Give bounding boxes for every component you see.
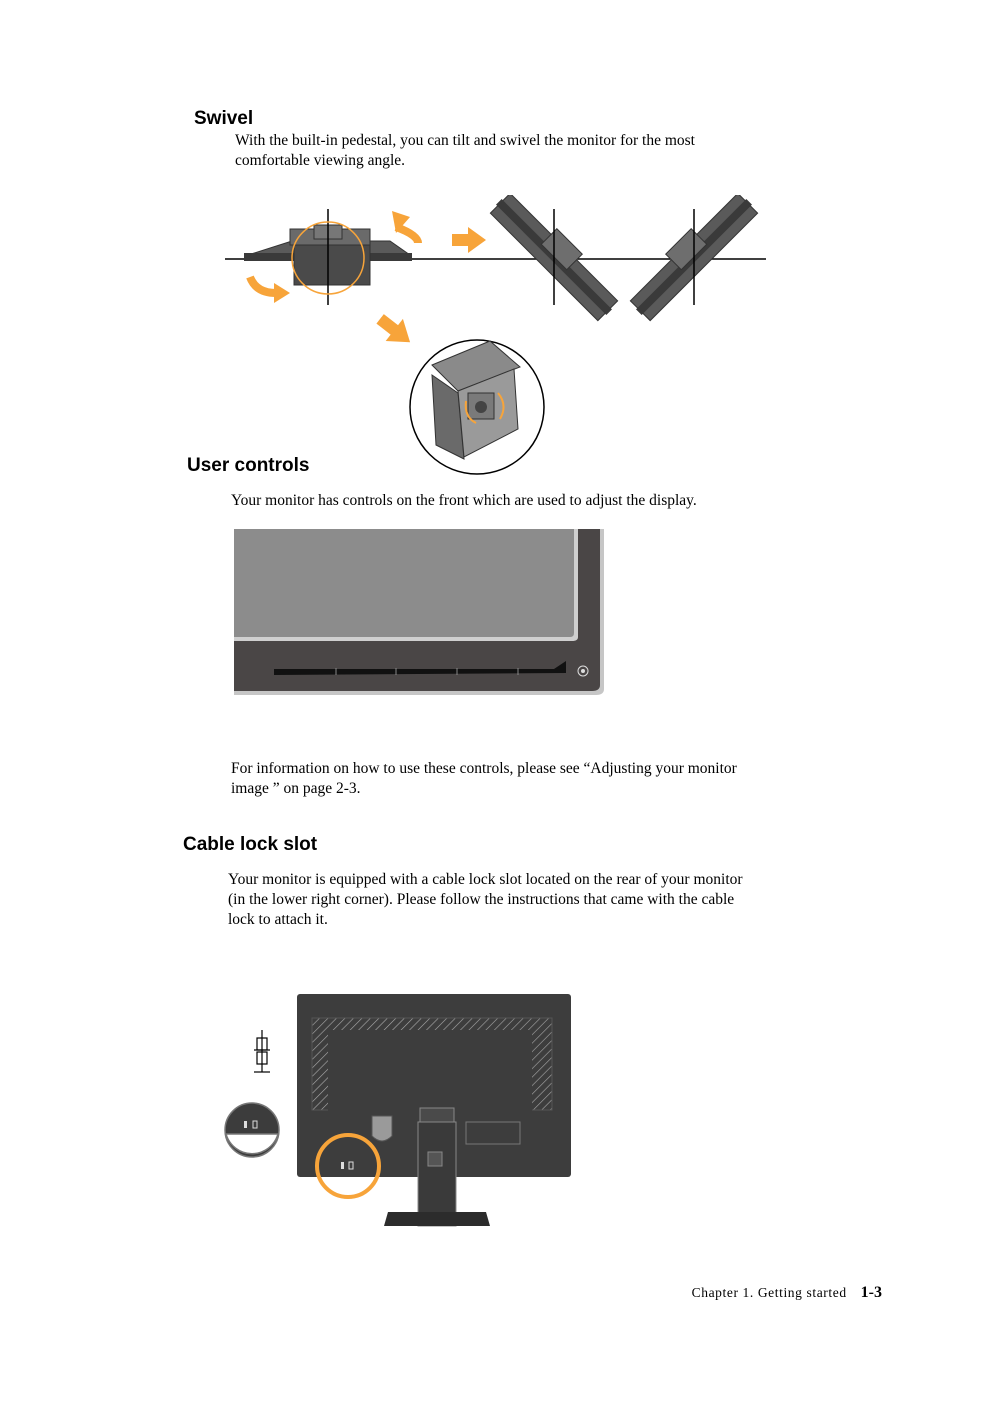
cable-lock-line-3: lock to attach it.: [228, 911, 328, 928]
page-footer: Chapter 1. Getting started 1-3: [692, 1284, 882, 1302]
swivel-heading: Swivel: [194, 108, 254, 129]
user-controls-illustration: [234, 529, 604, 695]
footer-page-number: 1-3: [860, 1284, 882, 1301]
lock-icon: [254, 1030, 270, 1073]
user-controls-info: For information on how to use these cont…: [231, 759, 737, 799]
footer-chapter: Chapter 1. Getting started: [691, 1285, 847, 1300]
user-controls-heading: User controls: [187, 455, 310, 476]
user-controls-info-line-1: For information on how to use these cont…: [231, 760, 737, 777]
swivel-illustration: [225, 195, 766, 475]
cable-lock-line-2: (in the lower right corner). Please foll…: [228, 891, 735, 908]
swivel-line-2: comfortable viewing angle.: [235, 152, 406, 169]
user-controls-info-line-2: image ” on page 2-3.: [231, 780, 361, 797]
cable-lock-line-1: Your monitor is equipped with a cable lo…: [228, 871, 743, 888]
cable-lock-paragraph: Your monitor is equipped with a cable lo…: [228, 870, 743, 930]
cable-lock-heading: Cable lock slot: [183, 834, 318, 855]
user-controls-intro-line: Your monitor has controls on the front w…: [231, 492, 697, 509]
user-controls-intro: Your monitor has controls on the front w…: [231, 491, 697, 511]
cable-lock-illustration: [224, 994, 571, 1227]
swivel-line-1: With the built-in pedestal, you can tilt…: [235, 132, 695, 149]
swivel-paragraph: With the built-in pedestal, you can tilt…: [235, 131, 695, 171]
